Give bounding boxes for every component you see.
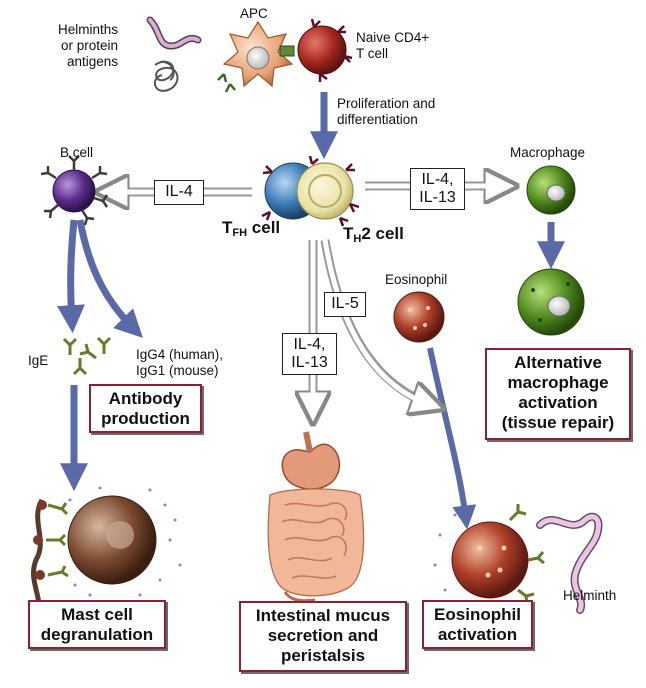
outcome-mast-cell-degranulation: Mast cell degranulation xyxy=(28,600,166,649)
outcome-macrophage-activation: Alternative macrophage activation (tissu… xyxy=(485,348,631,440)
label-naive-t-cell: Naive CD4+ T cell xyxy=(356,30,430,61)
gut-illustration xyxy=(267,431,365,615)
macrophage-cell xyxy=(526,165,576,215)
cytokine-il4-il13-right: IL-4, IL-13 xyxy=(410,168,465,210)
blue-arrows xyxy=(56,92,565,530)
label-eosinophil: Eosinophil xyxy=(385,272,448,287)
outcome-antibody-production: Antibody production xyxy=(89,384,202,433)
helminth-worm-top xyxy=(146,16,202,50)
outcome-intestinal: Intestinal mucus secretion and peristals… xyxy=(239,601,407,672)
arrow-eos-to-activated xyxy=(427,347,477,530)
label-proliferation: Proliferation and differentiation xyxy=(337,96,436,127)
cytokine-il4-left: IL-4 xyxy=(154,180,204,205)
label-th2-cell: TH2 cell xyxy=(343,224,404,245)
outcome-eosinophil-activation: Eosinophil activation xyxy=(422,600,533,649)
b-cell xyxy=(40,155,109,226)
label-ige: IgE xyxy=(28,353,49,368)
arrow-bcell-to-ige xyxy=(56,219,85,334)
apc-cell xyxy=(217,20,295,93)
label-macrophage: Macrophage xyxy=(510,145,586,160)
label-helminth: Helminth xyxy=(563,588,617,603)
eosinophil-cell xyxy=(393,291,445,343)
antibody-icons xyxy=(62,336,112,376)
cytokine-il4-il13-mid: IL-4, IL-13 xyxy=(282,333,337,375)
activated-eosinophil-cell xyxy=(433,504,545,614)
arrow-bcell-to-igg xyxy=(76,219,143,338)
label-apc: APC xyxy=(240,6,268,21)
protein-antigen-icon xyxy=(153,60,179,92)
label-antigens: Helminths or protein antigens xyxy=(58,22,119,69)
naive-cd4-t-cell xyxy=(297,18,353,82)
label-b-cell: B cell xyxy=(60,145,94,160)
label-igg: IgG4 (human), IgG1 (mouse) xyxy=(136,347,224,378)
helminth-worm-bottom-right xyxy=(536,512,603,614)
th2-cell xyxy=(296,155,360,227)
activated-macrophage-cell xyxy=(517,268,585,336)
mast-cell xyxy=(31,486,182,613)
label-tfh-cell: TFH cell xyxy=(222,218,281,239)
cytokine-il5: IL-5 xyxy=(324,292,366,317)
